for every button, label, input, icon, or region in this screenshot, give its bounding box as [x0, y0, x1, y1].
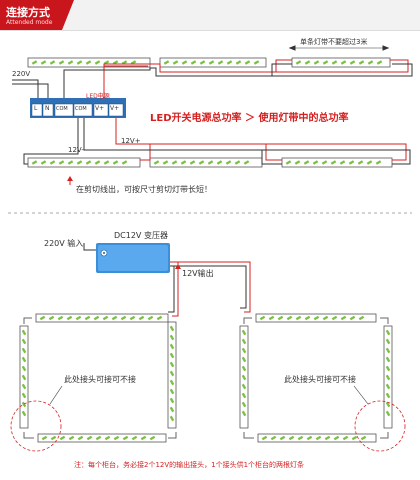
led-strip-frame-right-side	[239, 325, 249, 429]
power-rule-note: LED开关电源总功率 ＞ 使用灯带中的总功率	[150, 113, 349, 124]
wire-com-bottom-mid	[261, 150, 282, 165]
terminal-vplus-1: V+	[95, 105, 105, 112]
led-strip-frame-left-right	[167, 321, 177, 429]
led-strip-frame-left-top	[35, 313, 169, 323]
led-power-supply	[30, 98, 126, 118]
wire-vplus-bottom	[115, 118, 407, 161]
wire-12v-out-red	[170, 261, 251, 313]
led-strip-bottom-3	[281, 157, 393, 168]
terminal-n: N	[45, 105, 50, 112]
cut-line-note: 在剪切线出，可按尺寸剪切灯带长短！	[76, 185, 212, 194]
header-bar: 连接方式 Attended mode	[0, 0, 420, 31]
wire-com-top-mid	[271, 63, 292, 76]
cut-arrow	[67, 176, 73, 185]
wire-220v-in	[83, 243, 96, 251]
right-frame-corners	[243, 317, 389, 439]
led-strip-bottom-2	[149, 157, 263, 168]
section-tab	[0, 0, 62, 30]
section-tab-notch	[62, 0, 74, 30]
psu-title: LED电源	[86, 93, 110, 100]
terminal-l: L	[34, 105, 38, 112]
output-12v-label: 12V输出	[182, 269, 214, 278]
section-title: 连接方式	[6, 6, 50, 19]
wire-12v-out-left-red	[172, 262, 179, 317]
label-12v-plus: 12V+	[121, 137, 141, 145]
joint-pointer-right	[353, 385, 369, 405]
label-12v-minus: 12V-	[68, 146, 84, 154]
wire-vplus-top-mid	[275, 59, 292, 72]
length-arrow	[288, 45, 390, 51]
wire-com-bottom	[23, 118, 79, 165]
wire-12v-out-dark	[170, 265, 247, 309]
output-arrow	[175, 264, 181, 280]
led-strips	[19, 57, 393, 443]
joint-note-right: 此处接头可接可不接	[284, 375, 356, 384]
led-strip-top-2	[159, 57, 267, 68]
led-strip-top-1	[27, 57, 151, 68]
wire-com-bottom-2	[83, 118, 411, 165]
wire-vplus-top-bus	[103, 59, 409, 73]
joint-pointer-left	[49, 385, 63, 405]
top-wires	[12, 59, 413, 165]
joint-note-left: 此处接头可接可不接	[64, 375, 136, 384]
led-strip-frame-left-side	[19, 325, 29, 429]
joint-circle-right	[354, 400, 406, 452]
led-strip-frame-right-top	[255, 313, 377, 323]
wire-12v-out-left-dark	[168, 266, 175, 313]
wire-com-top	[63, 63, 413, 104]
section-subtitle: Attended mode	[6, 19, 53, 26]
wire-220v-n	[12, 83, 49, 104]
joint-circle-left	[10, 400, 62, 452]
led-strip-frame-right-bottom	[257, 433, 377, 443]
transformer-title: DC12V 变压器	[114, 231, 168, 240]
wire-220v-l	[12, 79, 39, 104]
led-strip-frame-right-right	[383, 325, 393, 429]
terminal-vplus-2: V+	[110, 105, 120, 112]
led-strip-bottom-1	[27, 157, 141, 168]
led-strip-frame-left-bottom	[37, 433, 167, 443]
led-strip-top-3	[291, 57, 391, 68]
label-220v: 220V	[12, 70, 31, 78]
terminal-com-1: COM	[56, 106, 68, 112]
transformer	[96, 243, 170, 273]
left-frame-corners	[23, 317, 177, 439]
terminal-com-2: COM	[75, 106, 87, 112]
input-220v-label: 220V 输入	[44, 239, 84, 248]
wire-vplus-bottom-left	[140, 144, 151, 161]
max-length-note: 单条灯带不要超过3米	[300, 38, 368, 46]
footnote: 注：每个柜台，务必接2个12V的输出接头，1个接头供1个柜台的两根灯条	[74, 461, 305, 469]
wire-vplus-bottom-mid	[265, 144, 282, 161]
